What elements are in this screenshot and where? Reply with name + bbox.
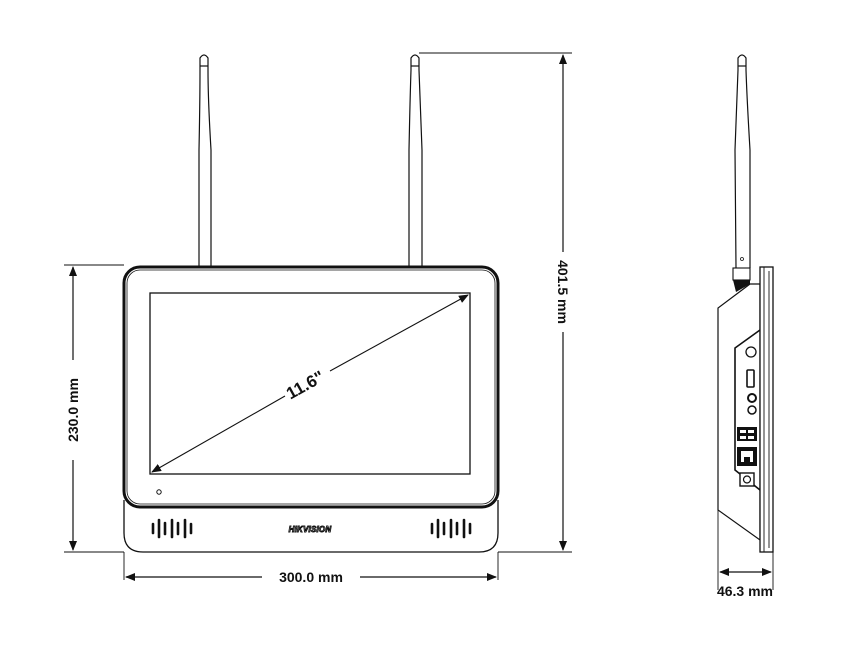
depth-label: 46.3 mm (717, 583, 773, 599)
brand-logo: HIKVISION (289, 525, 332, 534)
hdmi-port-icon (746, 369, 755, 388)
power-port-icon (739, 472, 755, 487)
side-view: 46.3 mm (717, 54, 774, 599)
audio-port-1-icon (747, 393, 757, 403)
height-dimension: 230.0 mm (65, 266, 81, 551)
antenna-right-icon (408, 54, 423, 269)
height-label: 230.0 mm (65, 378, 81, 442)
round-port-icon (745, 346, 757, 358)
width-label: 300.0 mm (279, 569, 343, 585)
audio-port-2-icon (747, 405, 757, 415)
antenna-left-icon (198, 54, 212, 269)
status-led-icon (156, 489, 162, 495)
usb-port-icon (737, 427, 757, 441)
diagonal-dimension-line (151, 395, 286, 473)
total-height-dimension: 401.5 mm (555, 54, 571, 551)
device-base (123, 500, 499, 553)
speaker-grille-left-icon (151, 518, 193, 539)
side-antenna-icon (732, 54, 751, 292)
total-height-label: 401.5 mm (555, 260, 571, 324)
width-dimension: 300.0 mm (125, 569, 497, 585)
side-bezel (759, 266, 774, 553)
depth-dimension: 46.3 mm (717, 568, 773, 599)
front-view: 11.6" HIKVISION (64, 52, 572, 585)
rj45-port-icon (737, 447, 757, 466)
speaker-grille-right-icon (430, 518, 472, 539)
